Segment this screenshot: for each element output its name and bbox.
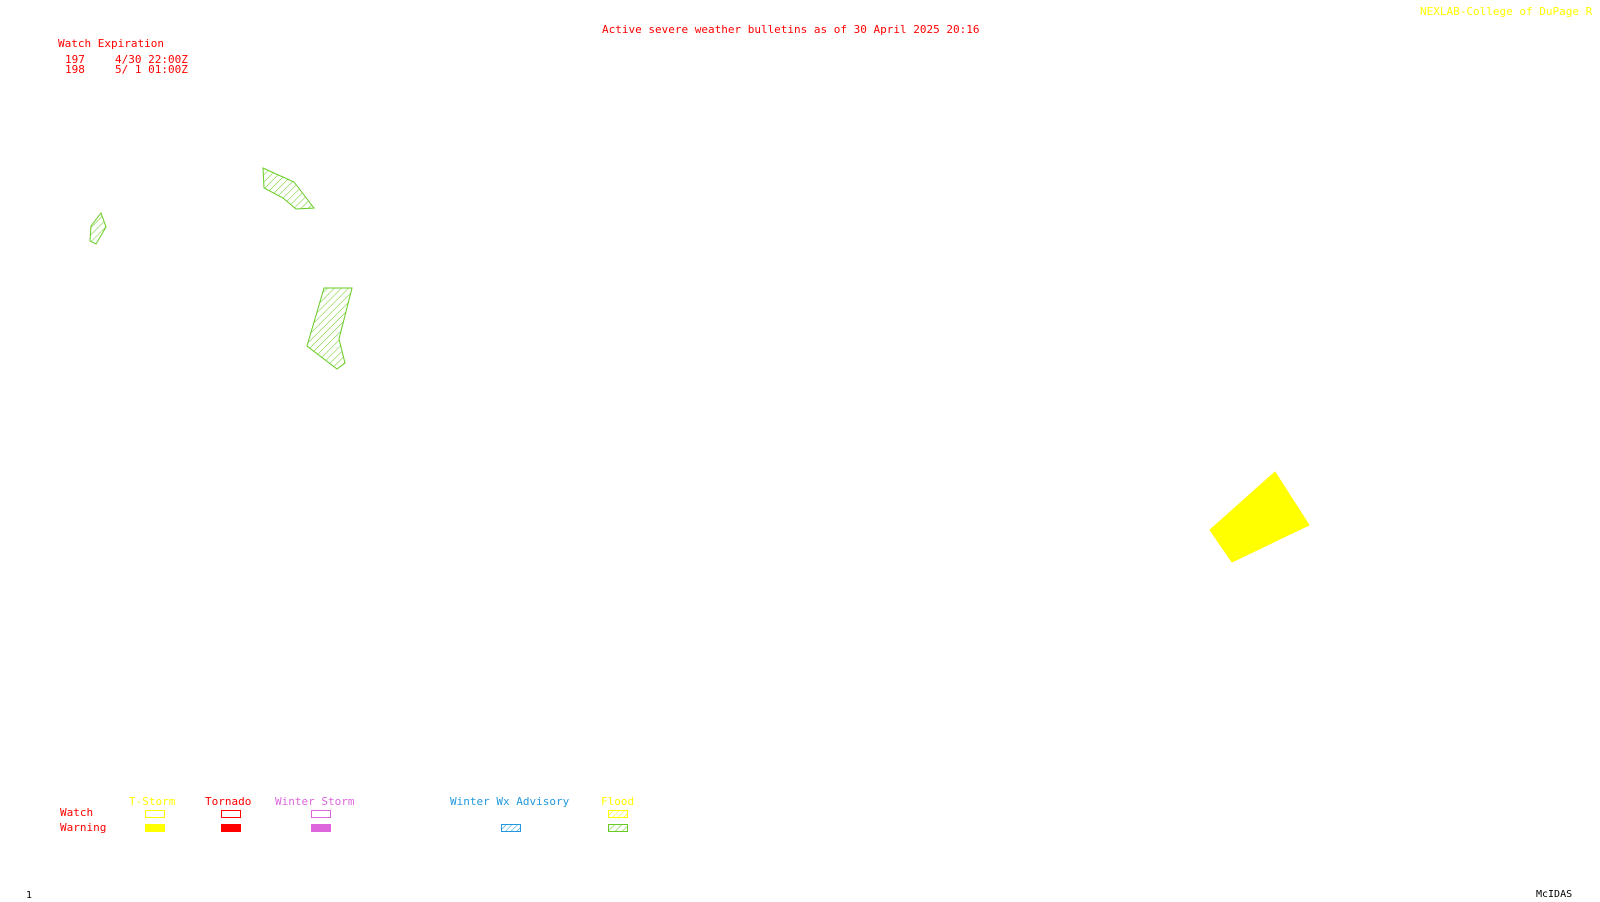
legend-winter-advisory-label: Winter Wx Advisory [450,795,570,808]
legend-tstorm-warning-swatch [145,824,165,832]
legend-flood-watch-swatch [608,810,628,818]
legend-winter-advisory-swatch [501,824,521,832]
legend-flood-label: Flood [601,795,635,808]
watch-row-expires: 4/30 22:00Z [115,53,188,66]
watch-row-id: 197 [65,53,85,66]
legend-flood-warning-swatch [608,824,628,832]
legend-tornado-label: Tornado [205,795,252,808]
legend-winter-storm-warning-swatch [311,824,331,832]
legend-warning-label: Warning [60,821,107,834]
legend-tornado-watch-swatch [221,810,241,818]
watch-row-expires: 5/ 1 01:00Z [115,63,188,76]
software-label: McIDAS [1536,889,1573,900]
legend-watch-label: Watch [60,806,94,819]
legend-winter-storm-watch-swatch [311,810,331,818]
credit-label: NEXLAB-College of DuPage R [1420,5,1593,18]
bulletin-title: Active severe weather bulletins as of 30… [602,23,980,36]
legend-tstorm-label: T-Storm [129,795,176,808]
flood-warning-polygon [262,167,315,210]
legend-tornado-warning-swatch [221,824,241,832]
legend-winter-storm-label: Winter Storm [275,795,355,808]
legend-tstorm-watch-swatch [145,810,165,818]
watch-table-heading: Watch Expiration [58,37,164,50]
frame-number: 1 [26,890,33,901]
flood-warning-polygon [306,287,353,370]
watch-row-id: 198 [65,63,85,76]
tstorm-warning-polygon [1209,471,1310,563]
flood-warning-polygon [89,211,107,245]
